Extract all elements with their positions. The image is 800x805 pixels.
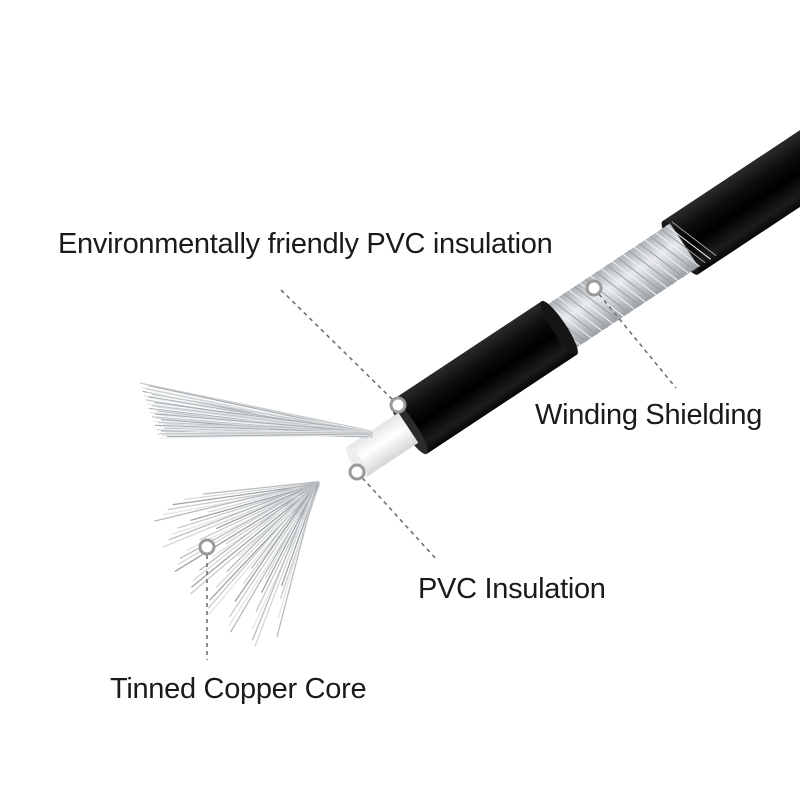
- shield-strand: [563, 293, 608, 328]
- copper-strand: [230, 481, 320, 633]
- label-winding-shielding: Winding Shielding: [535, 399, 763, 431]
- shield-strand: [157, 421, 370, 432]
- copper-strand: [184, 482, 318, 500]
- marker-core: [198, 538, 216, 556]
- copper-strand: [229, 484, 318, 617]
- copper-strand: [208, 482, 319, 513]
- copper-strand: [154, 481, 318, 522]
- shield-strand: [649, 235, 695, 271]
- copper-strand: [251, 481, 317, 641]
- shield-strand: [666, 225, 711, 260]
- shield-strand: [557, 296, 603, 332]
- shield-strand: [655, 232, 701, 267]
- shield-strand: [552, 300, 598, 335]
- shield-strand: [660, 228, 706, 264]
- shield-strand: [628, 250, 673, 285]
- shield-strand: [162, 423, 369, 433]
- copper-strand: [192, 482, 318, 582]
- leader-pvc: [356, 471, 438, 561]
- shield-strand: [143, 383, 372, 433]
- outer-jacket-far: [662, 55, 800, 275]
- marker-pvc: [348, 463, 366, 481]
- leader-env: [280, 289, 399, 406]
- shield-strand: [139, 382, 373, 432]
- copper-strand: [276, 481, 318, 638]
- shield-strand: [165, 430, 373, 433]
- copper-strand: [254, 482, 318, 647]
- shield-strand: [159, 434, 369, 439]
- copper-strand: [265, 482, 317, 579]
- marker-env: [389, 396, 407, 414]
- shield-strand: [606, 264, 652, 300]
- copper-strand: [168, 481, 319, 541]
- leader-lines: [206, 287, 677, 660]
- shield-strand: [568, 289, 614, 325]
- shield-strand: [150, 412, 372, 432]
- copper-strand: [208, 484, 317, 609]
- shield-strand: [154, 402, 369, 432]
- shield-strand: [154, 413, 371, 433]
- shield-strand: [644, 239, 690, 274]
- leader-wind: [593, 287, 677, 389]
- label-pvc-insulation: PVC Insulation: [418, 573, 606, 605]
- copper-strand: [226, 481, 318, 572]
- marker-wind: [585, 279, 603, 297]
- shield-strand: [611, 261, 657, 296]
- shield-strand: [157, 431, 372, 435]
- shield-strand: [166, 433, 370, 438]
- pvc-jacket: [391, 301, 577, 454]
- label-env-pvc-insulation: Environmentally friendly PVC insulation: [58, 228, 553, 260]
- pvc-insulation: [346, 412, 419, 478]
- shield-strand: [574, 286, 619, 321]
- copper-core-strands: [154, 481, 320, 647]
- shield-strand-fan: [139, 382, 373, 439]
- shield-strand: [546, 304, 592, 339]
- copper-strand: [199, 481, 317, 571]
- shield-strand: [617, 257, 663, 292]
- shield-strand: [147, 403, 373, 433]
- shield-strand: [595, 271, 641, 307]
- copper-strand: [234, 483, 317, 602]
- shield-strand: [622, 253, 668, 289]
- copper-strand: [215, 483, 317, 530]
- marker-dots: [198, 279, 603, 556]
- shield-strand: [147, 392, 371, 432]
- copper-strand: [215, 482, 319, 589]
- shield-strand: [162, 432, 371, 436]
- shield-strand: [639, 243, 684, 278]
- copper-strand: [202, 481, 317, 495]
- shield-strand: [151, 393, 370, 433]
- shield-strand: [601, 268, 646, 303]
- shield-strand: [633, 246, 679, 282]
- shield-strand: [671, 221, 717, 256]
- label-tinned-copper-core: Tinned Copper Core: [110, 673, 367, 705]
